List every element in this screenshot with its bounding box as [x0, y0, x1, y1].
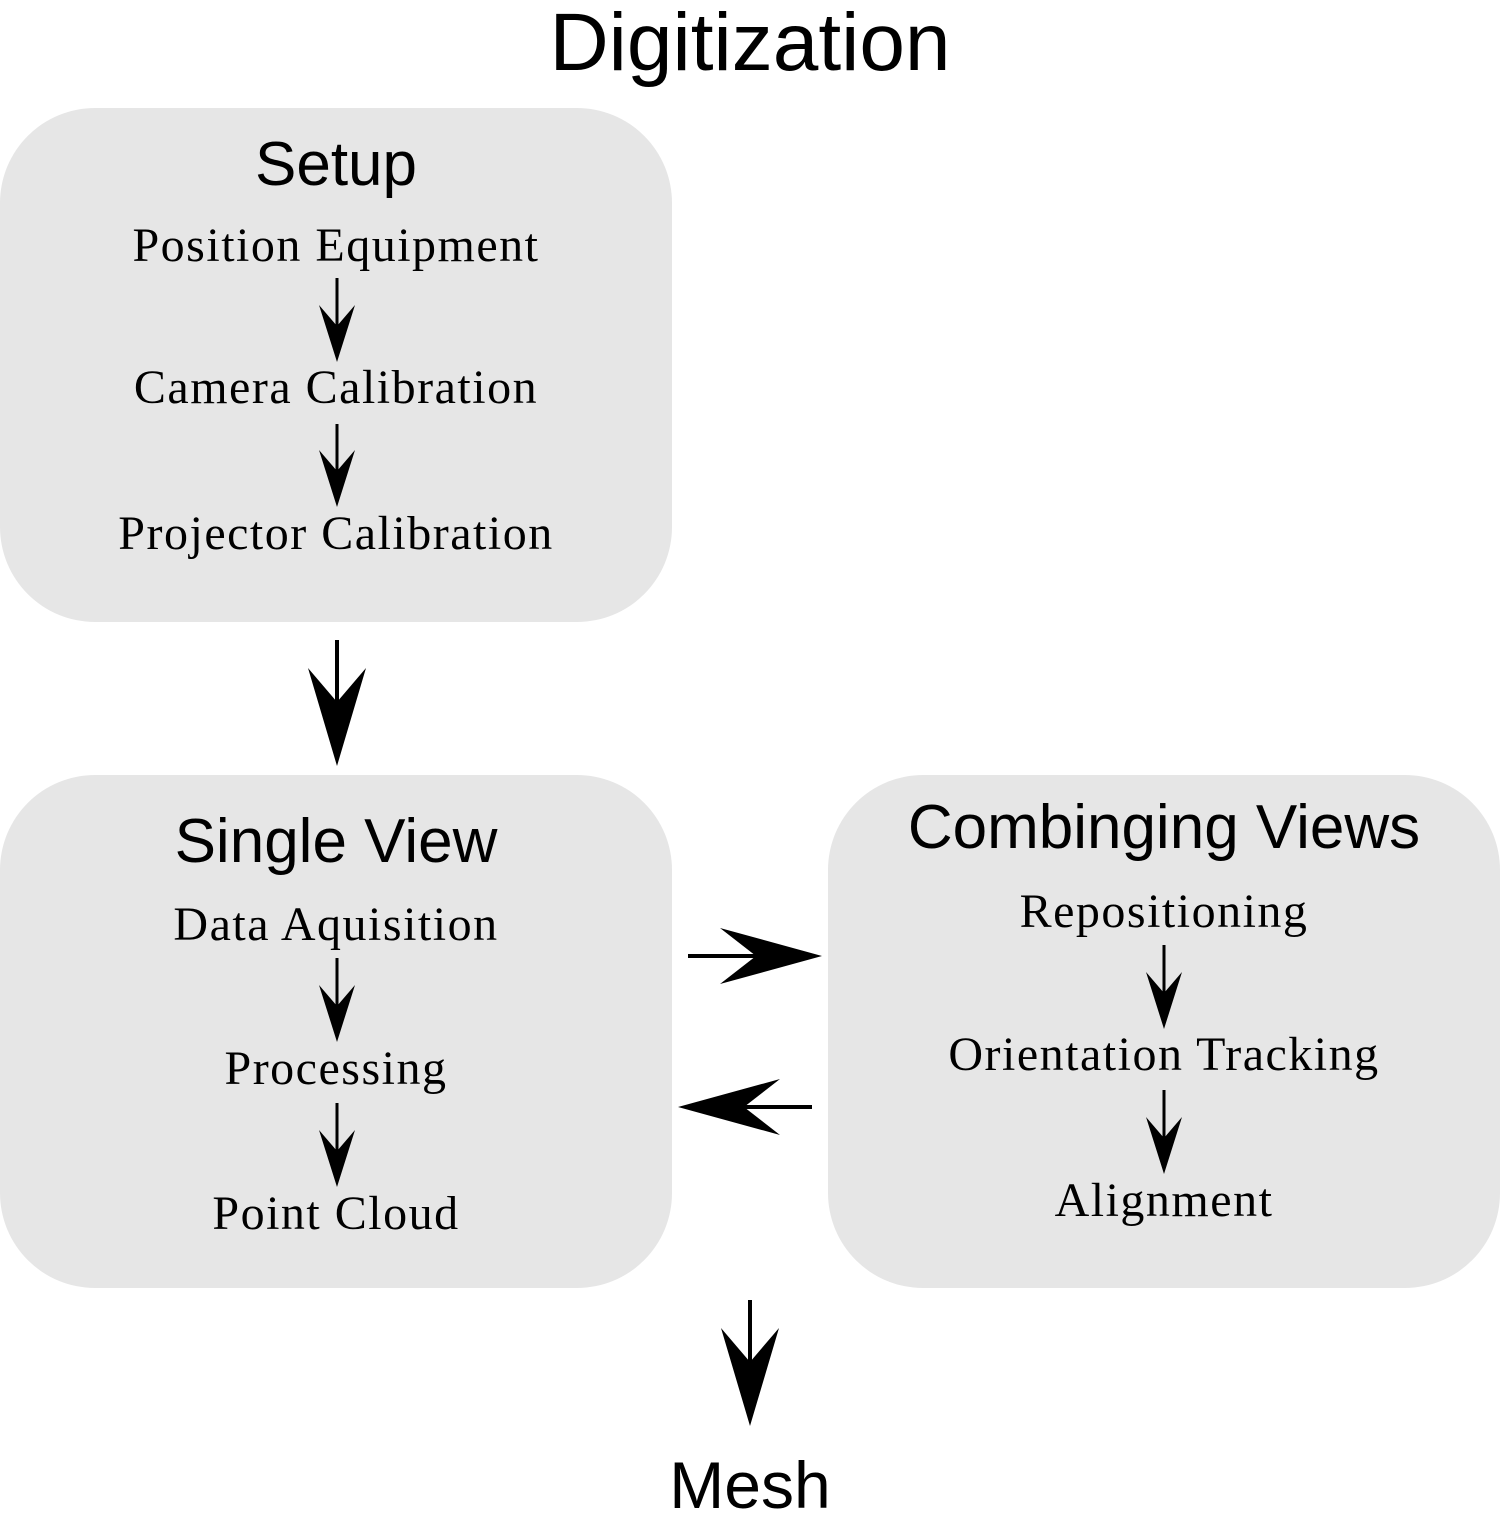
- setup-panel: Setup Position Equipment Camera Calibrat…: [0, 108, 672, 622]
- arrow-repositioning-to-tracking: [1146, 945, 1182, 1029]
- arrow-to-mesh: [721, 1300, 779, 1426]
- single-view-step-processing: Processing: [224, 1042, 448, 1095]
- setup-step-projector-calibration: Projector Calibration: [118, 507, 554, 560]
- combining-views-step-orientation-tracking: Orientation Tracking: [948, 1028, 1380, 1081]
- arrow-acquisition-to-processing: [319, 958, 355, 1042]
- arrow-combining-to-single: [678, 1079, 812, 1135]
- combining-views-step-alignment: Alignment: [1054, 1174, 1274, 1227]
- arrow-tracking-to-alignment: [1146, 1090, 1182, 1174]
- setup-step-position-equipment: Position Equipment: [132, 219, 540, 272]
- arrow-single-to-combining: [688, 928, 822, 984]
- single-view-step-point-cloud: Point Cloud: [212, 1187, 460, 1240]
- setup-panel-title: Setup: [254, 130, 418, 199]
- single-view-panel-title: Single View: [174, 807, 498, 876]
- diagram-title: Digitization: [549, 0, 951, 88]
- combining-views-panel: Combinging Views Repositioning Orientati…: [828, 775, 1500, 1288]
- arrow-setup-to-single-view: [308, 640, 366, 766]
- combining-views-step-repositioning: Repositioning: [1019, 885, 1309, 938]
- combining-views-panel-title: Combinging Views: [907, 793, 1421, 862]
- single-view-step-data-aquisition: Data Aquisition: [173, 898, 499, 951]
- final-output-label: Mesh: [669, 1448, 831, 1522]
- arrow-position-to-camera: [319, 278, 355, 362]
- arrow-camera-to-projector: [319, 424, 355, 507]
- setup-step-camera-calibration: Camera Calibration: [133, 361, 539, 414]
- arrow-processing-to-point-cloud: [319, 1103, 355, 1187]
